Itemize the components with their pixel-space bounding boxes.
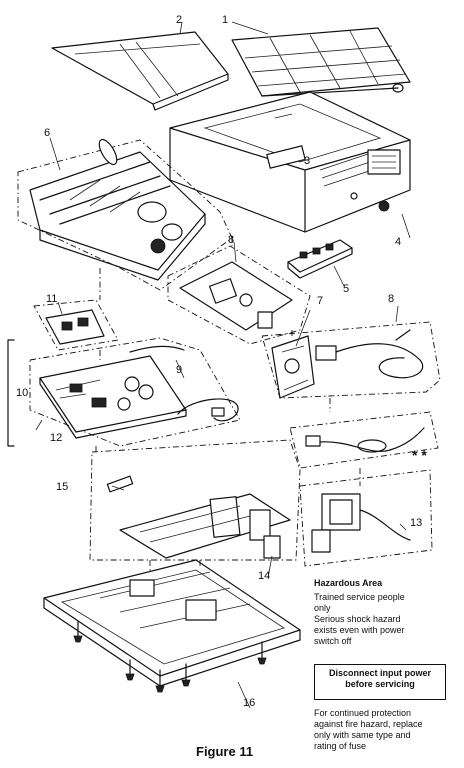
main-board-part — [29, 337, 241, 447]
label-8-cord: 8 — [388, 293, 395, 305]
label-15: 15 — [56, 481, 69, 493]
label-16: 16 — [243, 697, 256, 709]
power-cord-part — [261, 321, 441, 399]
label-13: 13 — [410, 517, 423, 529]
disconnect-warning-box: Disconnect input power before servicing — [314, 664, 446, 700]
label-11: 11 — [46, 293, 58, 305]
label-12: 12 — [50, 432, 63, 444]
label-14: 14 — [258, 570, 271, 582]
hazard-text: Trained service people only Serious shoc… — [314, 592, 405, 646]
bottom-case-part — [43, 559, 301, 693]
label-9: 9 — [176, 364, 183, 376]
label-6: 6 — [44, 127, 51, 139]
chassis-frame-part — [89, 439, 301, 561]
label-5: 5 — [343, 283, 350, 295]
alignment-lines — [95, 236, 361, 572]
label-2: 2 — [176, 14, 183, 26]
leader-lines — [35, 21, 411, 709]
hazard-title: Hazardous Area — [314, 578, 383, 588]
fuse-note: For continued protection against fire ha… — [314, 708, 423, 751]
power-bracket-part — [271, 335, 315, 399]
label-3: 3 — [304, 155, 311, 167]
group-10-bracket — [7, 339, 15, 447]
paper-guide-part — [231, 27, 411, 97]
switch-panel-part — [287, 239, 353, 279]
printer-housing-part — [169, 91, 411, 233]
label-10: 10 — [16, 387, 29, 399]
label-8-carriage: 8 — [228, 234, 235, 246]
top-cover-part — [51, 31, 229, 111]
carriage-part — [167, 245, 311, 345]
figure-caption: Figure 11 — [196, 744, 254, 759]
transformer-part — [299, 469, 433, 567]
label-7: 7 — [317, 295, 324, 307]
label-double-star: * * — [412, 447, 427, 463]
label-4: 4 — [395, 236, 402, 248]
small-board-part — [33, 299, 119, 351]
label-1: 1 — [222, 14, 229, 26]
ac-cord-part — [289, 411, 439, 469]
